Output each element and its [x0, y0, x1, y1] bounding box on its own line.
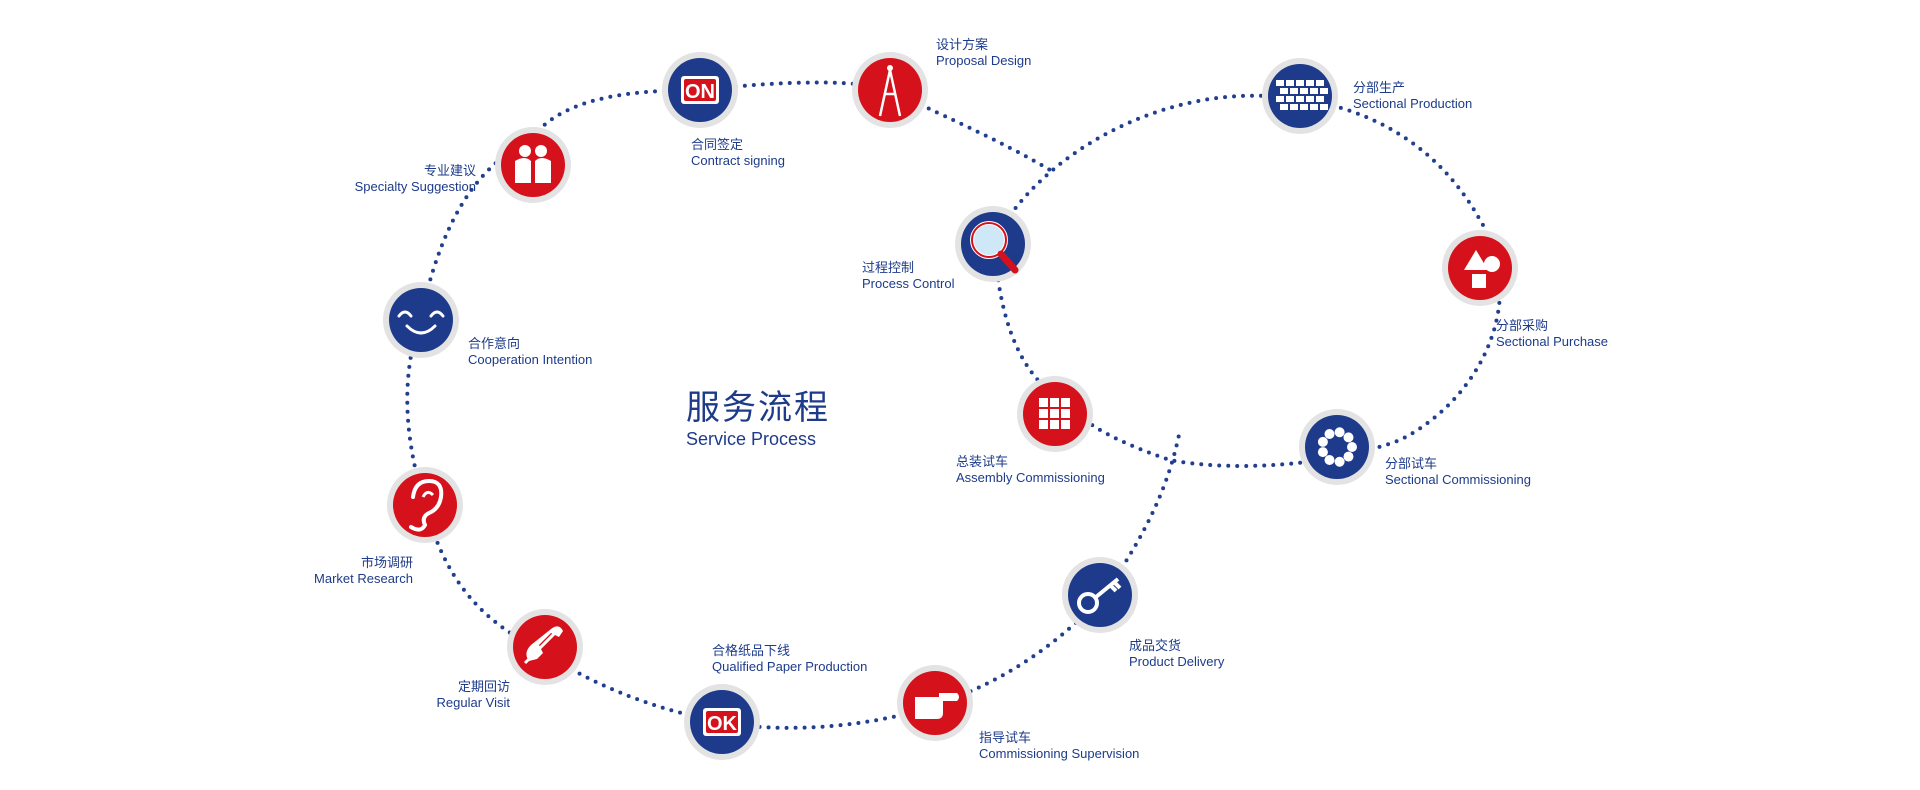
label-cooperation: 合作意向 Cooperation Intention: [468, 336, 593, 367]
node-sec-purchase: [1442, 230, 1518, 306]
pointing-hand-icon: [915, 693, 959, 719]
node-proposal: [852, 52, 928, 128]
label-contract: 合同签定 Contract signing: [691, 137, 785, 168]
node-sec-commissioning: [1299, 409, 1375, 485]
node-cooperation: [383, 282, 459, 358]
label-delivery: 成品交货 Product Delivery: [1129, 638, 1225, 669]
node-contract: ON: [662, 52, 738, 128]
title-cn: 服务流程: [686, 389, 830, 427]
label-market: 市场调研 Market Research: [314, 555, 413, 586]
svg-text:OK: OK: [707, 713, 738, 735]
page-title: 服务流程 Service Process: [686, 388, 830, 450]
title-en: Service Process: [686, 429, 817, 449]
grid-icon: [1039, 398, 1070, 429]
label-sec-production: 分部生产 Sectional Production: [1353, 80, 1473, 111]
node-disc: [389, 288, 453, 352]
node-disc: [501, 133, 565, 197]
label-sec-purchase: 分部采购 Sectional Purchase: [1496, 318, 1609, 349]
node-delivery: [1062, 557, 1138, 633]
node-disc: [858, 58, 922, 122]
node-disc: [513, 615, 577, 679]
ear-icon: [409, 478, 444, 532]
dots-ring-icon: [1317, 427, 1357, 467]
label-assembly: 总装试车 Assembly Commissioning: [956, 454, 1105, 485]
smile-icon: [397, 310, 445, 335]
compass-icon: [878, 65, 902, 117]
shapes-icon: [1464, 250, 1500, 288]
label-supervision: 指导试车 Commissioning Supervision: [979, 730, 1140, 761]
svg-text:ON: ON: [685, 81, 715, 103]
node-specialty: [495, 127, 571, 203]
node-disc: [1305, 415, 1369, 479]
magnifier-icon: [970, 221, 1019, 274]
people-icon: [515, 145, 551, 183]
label-visit: 定期回访 Regular Visit: [436, 679, 510, 710]
node-sec-production: [1262, 58, 1338, 134]
phone-icon: [523, 626, 563, 665]
node-supervision: [897, 665, 973, 741]
node-process: [955, 206, 1031, 282]
node-assembly: [1017, 376, 1093, 452]
bricks-icon: [1276, 80, 1328, 110]
node-market: [387, 467, 463, 543]
ok-sign-icon: OK: [703, 708, 741, 736]
on-sign-icon: ON: [681, 76, 719, 104]
label-specialty: 专业建议 Specialty Suggestion: [354, 163, 476, 194]
node-qualified: OK: [684, 684, 760, 760]
label-process: 过程控制 Process Control: [862, 260, 955, 291]
node-visit: [507, 609, 583, 685]
label-proposal: 设计方案 Proposal Design: [936, 37, 1032, 68]
label-sec-commissioning: 分部试车 Sectional Commissioning: [1385, 456, 1531, 487]
key-icon: [1077, 577, 1122, 614]
label-qualified: 合格纸品下线 Qualified Paper Production: [712, 643, 868, 674]
